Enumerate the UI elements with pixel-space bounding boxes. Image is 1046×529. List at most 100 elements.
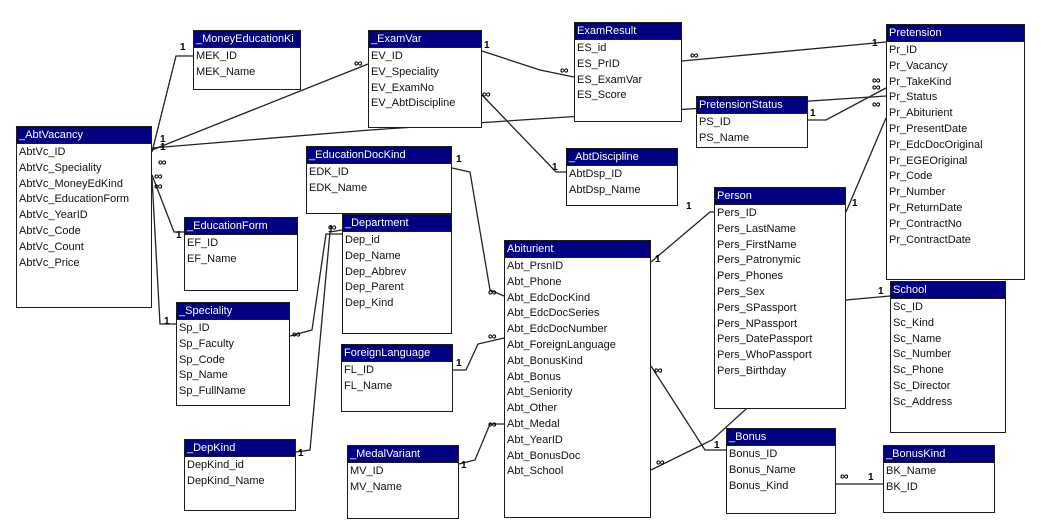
field-name[interactable]: MV_Name xyxy=(350,480,402,493)
field-name[interactable]: ES_ExamVar xyxy=(577,73,643,86)
field-name[interactable]: Sc_Phone xyxy=(893,364,944,377)
field-name[interactable]: AbtVc_ID xyxy=(19,146,66,158)
field-name[interactable]: Dep_Kind xyxy=(345,297,394,310)
field-name[interactable]: Abt_EdcDocNumber xyxy=(507,323,608,336)
table-title[interactable]: _AbtVacancy xyxy=(17,127,151,144)
field-name[interactable]: Pr_ID xyxy=(889,44,918,56)
table-title[interactable]: ExamResult xyxy=(575,23,681,40)
field-name[interactable]: BK_ID xyxy=(886,480,918,493)
field-name[interactable]: DepKind_Name xyxy=(187,474,265,487)
field-name[interactable]: MEK_Name xyxy=(196,65,256,78)
field-name[interactable]: Sp_ID xyxy=(179,322,210,334)
field-name[interactable]: ES_PrID xyxy=(577,57,620,70)
field-name[interactable]: DepKind_id xyxy=(187,459,244,471)
table-title[interactable]: School xyxy=(891,282,1005,299)
field-name[interactable]: AbtVc_Count xyxy=(19,240,84,253)
table-title[interactable]: _Speciality xyxy=(177,303,289,320)
field-name[interactable]: Sp_FullName xyxy=(179,385,246,398)
field-name[interactable]: Pr_Status xyxy=(889,91,938,104)
field-name[interactable]: Dep_id xyxy=(345,234,380,246)
field-name[interactable]: Sc_Director xyxy=(893,379,951,392)
field-name[interactable]: Dep_Parent xyxy=(345,281,404,294)
table-title[interactable]: _ExamVar xyxy=(369,31,481,48)
field-name[interactable]: Pers_DatePassport xyxy=(717,333,813,346)
field-name[interactable]: Pr_ContractDate xyxy=(889,233,971,246)
field-name[interactable]: Sc_Name xyxy=(893,332,942,345)
field-name[interactable]: Abt_Bonus xyxy=(507,370,561,383)
field-name[interactable]: PS_ID xyxy=(699,116,731,128)
field-name[interactable]: EV_AbtDiscipline xyxy=(371,97,456,110)
field-name[interactable]: Pr_Number xyxy=(889,186,946,199)
field-name[interactable]: Sp_Code xyxy=(179,353,225,366)
field-name[interactable]: Abt_Other xyxy=(507,402,558,415)
field-name[interactable]: Abt_EdcDocKind xyxy=(507,291,591,304)
field-name[interactable]: MV_ID xyxy=(350,465,384,477)
field-name[interactable]: AbtVc_YearID xyxy=(19,209,88,222)
field-name[interactable]: FL_Name xyxy=(344,379,393,392)
field-name[interactable]: Abt_School xyxy=(507,465,564,478)
field-name[interactable]: Pr_Abiturient xyxy=(889,107,953,120)
field-name[interactable]: EV_ID xyxy=(371,50,403,62)
table-title[interactable]: _EducationDocKind xyxy=(307,147,451,164)
field-name[interactable]: Pers_ID xyxy=(717,207,757,219)
field-name[interactable]: EF_ID xyxy=(187,237,219,249)
field-name[interactable]: Pr_ContractNo xyxy=(889,217,962,230)
table-title[interactable]: Person xyxy=(715,188,845,205)
field-name[interactable]: AbtVc_Code xyxy=(19,224,81,237)
field-name[interactable]: PS_Name xyxy=(699,131,750,144)
table-title[interactable]: _EducationForm xyxy=(185,218,297,235)
table-title[interactable]: PretensionStatus xyxy=(697,97,807,114)
field-name[interactable]: Pr_EdcDocOriginal xyxy=(889,138,983,151)
field-name[interactable]: Bonus_ID xyxy=(729,448,778,460)
field-name[interactable]: FL_ID xyxy=(344,364,374,376)
field-name[interactable]: Abt_Seniority xyxy=(507,386,573,399)
table-title[interactable]: _BonusKind xyxy=(884,446,994,463)
field-name[interactable]: Abt_EdcDocSeries xyxy=(507,307,600,320)
field-name[interactable]: Pers_SPassport xyxy=(717,301,797,314)
field-name[interactable]: Sp_Name xyxy=(179,369,228,382)
field-name[interactable]: EDK_ID xyxy=(309,166,349,178)
field-name[interactable]: Abt_Phone xyxy=(507,275,562,288)
field-name[interactable]: MEK_ID xyxy=(196,50,237,62)
field-name[interactable]: ES_Score xyxy=(577,89,627,102)
field-name[interactable]: Bonus_Name xyxy=(729,463,796,476)
field-name[interactable]: Dep_Abbrev xyxy=(345,265,407,278)
field-name[interactable]: AbtVc_Speciality xyxy=(19,161,102,174)
field-name[interactable]: Pers_WhoPassport xyxy=(717,349,812,362)
field-name[interactable]: Dep_Name xyxy=(345,249,401,262)
field-name[interactable]: Pr_Vacancy xyxy=(889,59,948,72)
field-name[interactable]: Pr_PresentDate xyxy=(889,122,968,135)
field-name[interactable]: Pers_Sex xyxy=(717,285,765,298)
field-name[interactable]: EV_Speciality xyxy=(371,65,439,78)
table-title[interactable]: _MoneyEducationKi xyxy=(194,31,300,48)
field-name[interactable]: EDK_Name xyxy=(309,181,368,194)
field-name[interactable]: Pr_Code xyxy=(889,170,933,183)
field-name[interactable]: Pers_Birthday xyxy=(717,364,787,377)
table-title[interactable]: _Bonus xyxy=(727,429,835,446)
field-name[interactable]: Abt_ForeignLanguage xyxy=(507,338,616,351)
table-title[interactable]: Pretension xyxy=(887,25,1024,42)
field-name[interactable]: BK_Name xyxy=(886,465,937,477)
field-name[interactable]: Pers_LastName xyxy=(717,222,796,235)
field-name[interactable]: Pers_NPassport xyxy=(717,317,798,330)
field-name[interactable]: AbtVc_Price xyxy=(19,256,80,269)
field-name[interactable]: Pers_FirstName xyxy=(717,238,797,251)
table-title[interactable]: Abiturient xyxy=(505,241,650,258)
field-name[interactable]: AbtVc_EducationForm xyxy=(19,193,130,206)
field-name[interactable]: AbtDsp_ID xyxy=(569,168,623,180)
